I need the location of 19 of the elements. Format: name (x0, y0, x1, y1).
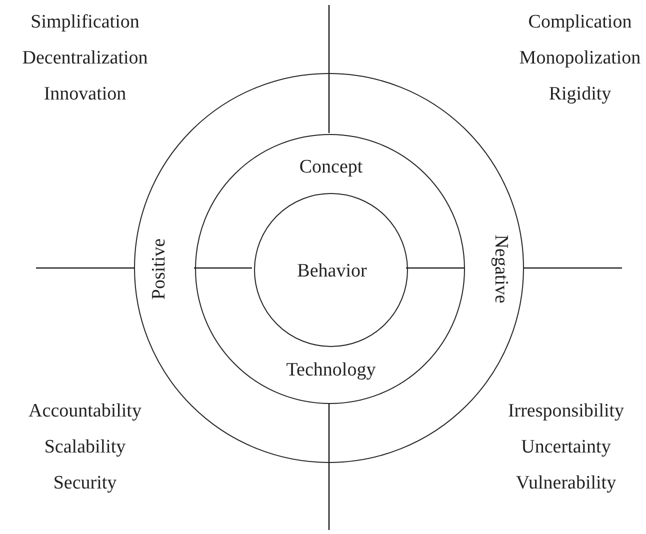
quadrant-label: Rigidity (548, 84, 612, 104)
quadrant-label: Accountability (28, 402, 142, 420)
ring-label: Concept (299, 158, 363, 176)
center-label: Behavior (297, 262, 367, 280)
ring-label: Technology (286, 360, 376, 380)
ring-label: Negative (492, 234, 510, 304)
quadrant-label: Complication (528, 12, 632, 32)
quadrant-label: Monopolization (519, 48, 641, 68)
circle (254, 193, 408, 347)
quadrant-label: Scalability (44, 438, 126, 456)
circle (195, 134, 465, 404)
quadrant-label: Simplification (30, 12, 140, 32)
quadrant-label: Security (53, 474, 117, 492)
quadrant-label: Decentralization (22, 48, 148, 68)
ring-label: Positive (150, 238, 168, 300)
quadrant-label: Uncertainty (521, 438, 611, 456)
quadrant-label: Innovation (44, 84, 126, 104)
quadrant-label: Irresponsibility (508, 402, 624, 420)
quadrant-label: Vulnerability (516, 474, 616, 492)
